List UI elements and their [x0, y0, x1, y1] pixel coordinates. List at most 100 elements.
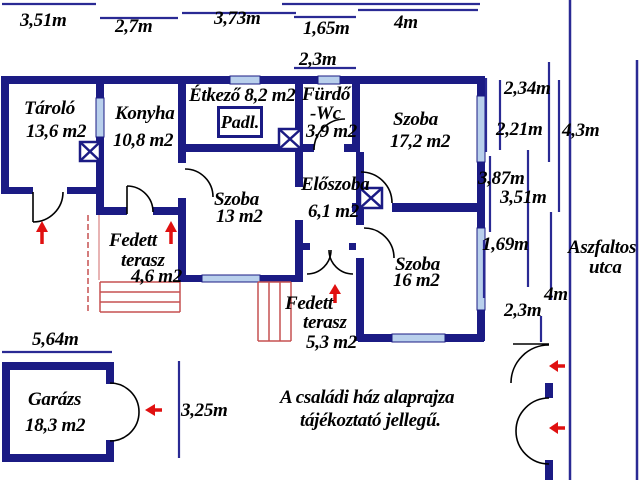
wall-tarolo-bottom-b — [67, 187, 104, 194]
wall-tarolo-konyha-b — [96, 137, 104, 214]
wall-konyha-etkezo-b — [178, 198, 186, 282]
wall-konyha-etkezo-a — [178, 84, 186, 163]
flue-symbols — [78, 127, 384, 210]
dim-top-5: 4m — [394, 12, 418, 33]
arrow-left-gate2-head-icon — [549, 422, 558, 434]
wall-szoba13-right-a — [295, 152, 303, 187]
wall-eloszoba-right-b — [356, 258, 364, 341]
door-furdo — [313, 118, 346, 151]
window-szoba17-right — [476, 95, 486, 163]
room-szoba17-name: Szoba — [393, 109, 438, 130]
attic-access-label: Padl. — [220, 111, 260, 132]
wall-szoba17-16-b — [392, 203, 484, 212]
dim-bottom-2: 3,25m — [181, 400, 228, 421]
steps-terasz1 — [99, 281, 181, 313]
wall-szoba17-16-a — [352, 203, 362, 212]
window-szoba13-bottom — [201, 274, 261, 283]
dim-top-4: 1,65m — [303, 18, 350, 39]
gate-single — [510, 343, 550, 384]
street-name-line2: utca — [589, 257, 622, 278]
door-szoba13 — [184, 168, 214, 198]
window-szoba16-bottom — [391, 333, 446, 343]
wall-garage-left — [2, 362, 10, 462]
wall-garage-right-a — [106, 362, 114, 384]
dim-right-3: 4,3m — [562, 120, 600, 141]
door-eloszoba-left-leaf — [306, 249, 332, 275]
dim-right-8: 2,3m — [504, 300, 542, 321]
wall-garage-top — [2, 362, 114, 370]
arrow-up-terasz1-head-icon — [165, 221, 177, 232]
terrace-steps — [87, 215, 292, 342]
flue-x-icon — [79, 141, 101, 162]
wall-left — [1, 76, 9, 194]
room-szoba16-name: Szoba — [395, 254, 440, 275]
window-tarolo-konyha — [95, 97, 105, 138]
wall-konyha-bottom-b — [153, 207, 186, 215]
door-tarolo — [32, 191, 64, 223]
door-eloszoba-right-leaf — [328, 249, 354, 275]
room-furdo-name: Fürdő — [302, 84, 351, 105]
room-szoba16-area: 16 m2 — [393, 270, 440, 291]
room-szoba13-name: Szoba — [214, 189, 259, 210]
room-konyha-area: 10,8 m2 — [113, 130, 174, 151]
room-furdo-area: 3,9 m2 — [306, 121, 357, 142]
dimension-lines — [2, 2, 561, 458]
room-furdo-name2: -Wc — [310, 103, 341, 124]
wall-szoba13-bottom-b — [260, 275, 302, 282]
door-garage-upper-leaf — [109, 382, 140, 413]
wall-furdo-szoba17 — [352, 84, 360, 152]
wall-szoba16-bottom-a — [358, 334, 392, 342]
wall-eloszoba-bottom-a — [302, 243, 310, 250]
dim-right-5: 3,51m — [500, 187, 547, 208]
dim-right-4: 3,87m — [478, 168, 525, 189]
room-garazs-area: 18,3 m2 — [25, 415, 86, 436]
entry-arrows — [36, 221, 565, 434]
fence-post-a — [545, 383, 553, 398]
note-line1: A családi ház alaprajza — [280, 387, 455, 408]
arrow-up-terasz2-head-icon — [329, 284, 341, 294]
wall-garage-right-b — [106, 440, 114, 462]
steps-terasz2 — [257, 281, 292, 342]
room-garazs-name: Garázs — [28, 389, 82, 410]
wall-right-b — [477, 162, 485, 228]
gate-double-lower — [515, 430, 550, 465]
dim-right-2: 2,21m — [496, 119, 543, 140]
room-tarolo-name: Tároló — [24, 98, 75, 119]
dim-top-6: 2,3m — [299, 49, 337, 70]
room-etkezo-label: Étkező 8,2 m2 — [189, 85, 296, 106]
wall-szoba13-bottom-a — [178, 275, 202, 282]
wall-eloszoba-bottom-b — [349, 243, 356, 250]
wall-garage-bottom — [2, 454, 114, 462]
wall-konyha-bottom-a — [96, 207, 127, 215]
fence-post-b — [545, 460, 553, 480]
dim-right-7: 4m — [544, 284, 568, 305]
door-swings — [32, 118, 550, 465]
door-garage-lower-leaf — [109, 411, 140, 442]
room-eloszoba-name: Előszoba — [301, 174, 370, 195]
wall-tarolo-konyha-a — [96, 84, 104, 98]
arrow-left-gate1-head-icon — [549, 360, 558, 372]
flue-x-icon — [359, 187, 383, 209]
windows — [95, 75, 486, 343]
flue-x-icon — [278, 128, 302, 150]
room-eloszoba-area: 6,1 m2 — [308, 201, 359, 222]
dim-top-1: 3,51m — [20, 10, 67, 31]
terasz1-area: 4,6 m2 — [131, 266, 182, 287]
terasz1-name: Fedett — [109, 230, 157, 251]
dim-right-1: 2,34m — [504, 78, 551, 99]
street-name-line1: Aszfaltos — [568, 237, 637, 258]
door-konyha-terasz — [126, 185, 154, 214]
arrow-up-tarolo-head-icon — [36, 221, 48, 232]
terasz1-name2: terasz — [121, 250, 165, 271]
arrow-left-garage-head-icon — [145, 404, 155, 416]
dim-bottom-1: 5,64m — [32, 329, 79, 350]
room-konyha-name: Konyha — [115, 103, 175, 124]
wall-furdo-bottom-a — [302, 144, 314, 152]
street-lines — [568, 0, 639, 480]
wall-szoba13-right-b — [295, 220, 303, 282]
dim-top-2: 2,7m — [115, 16, 153, 37]
wall-szoba13-top — [178, 144, 302, 152]
wall-right-a — [477, 76, 485, 96]
